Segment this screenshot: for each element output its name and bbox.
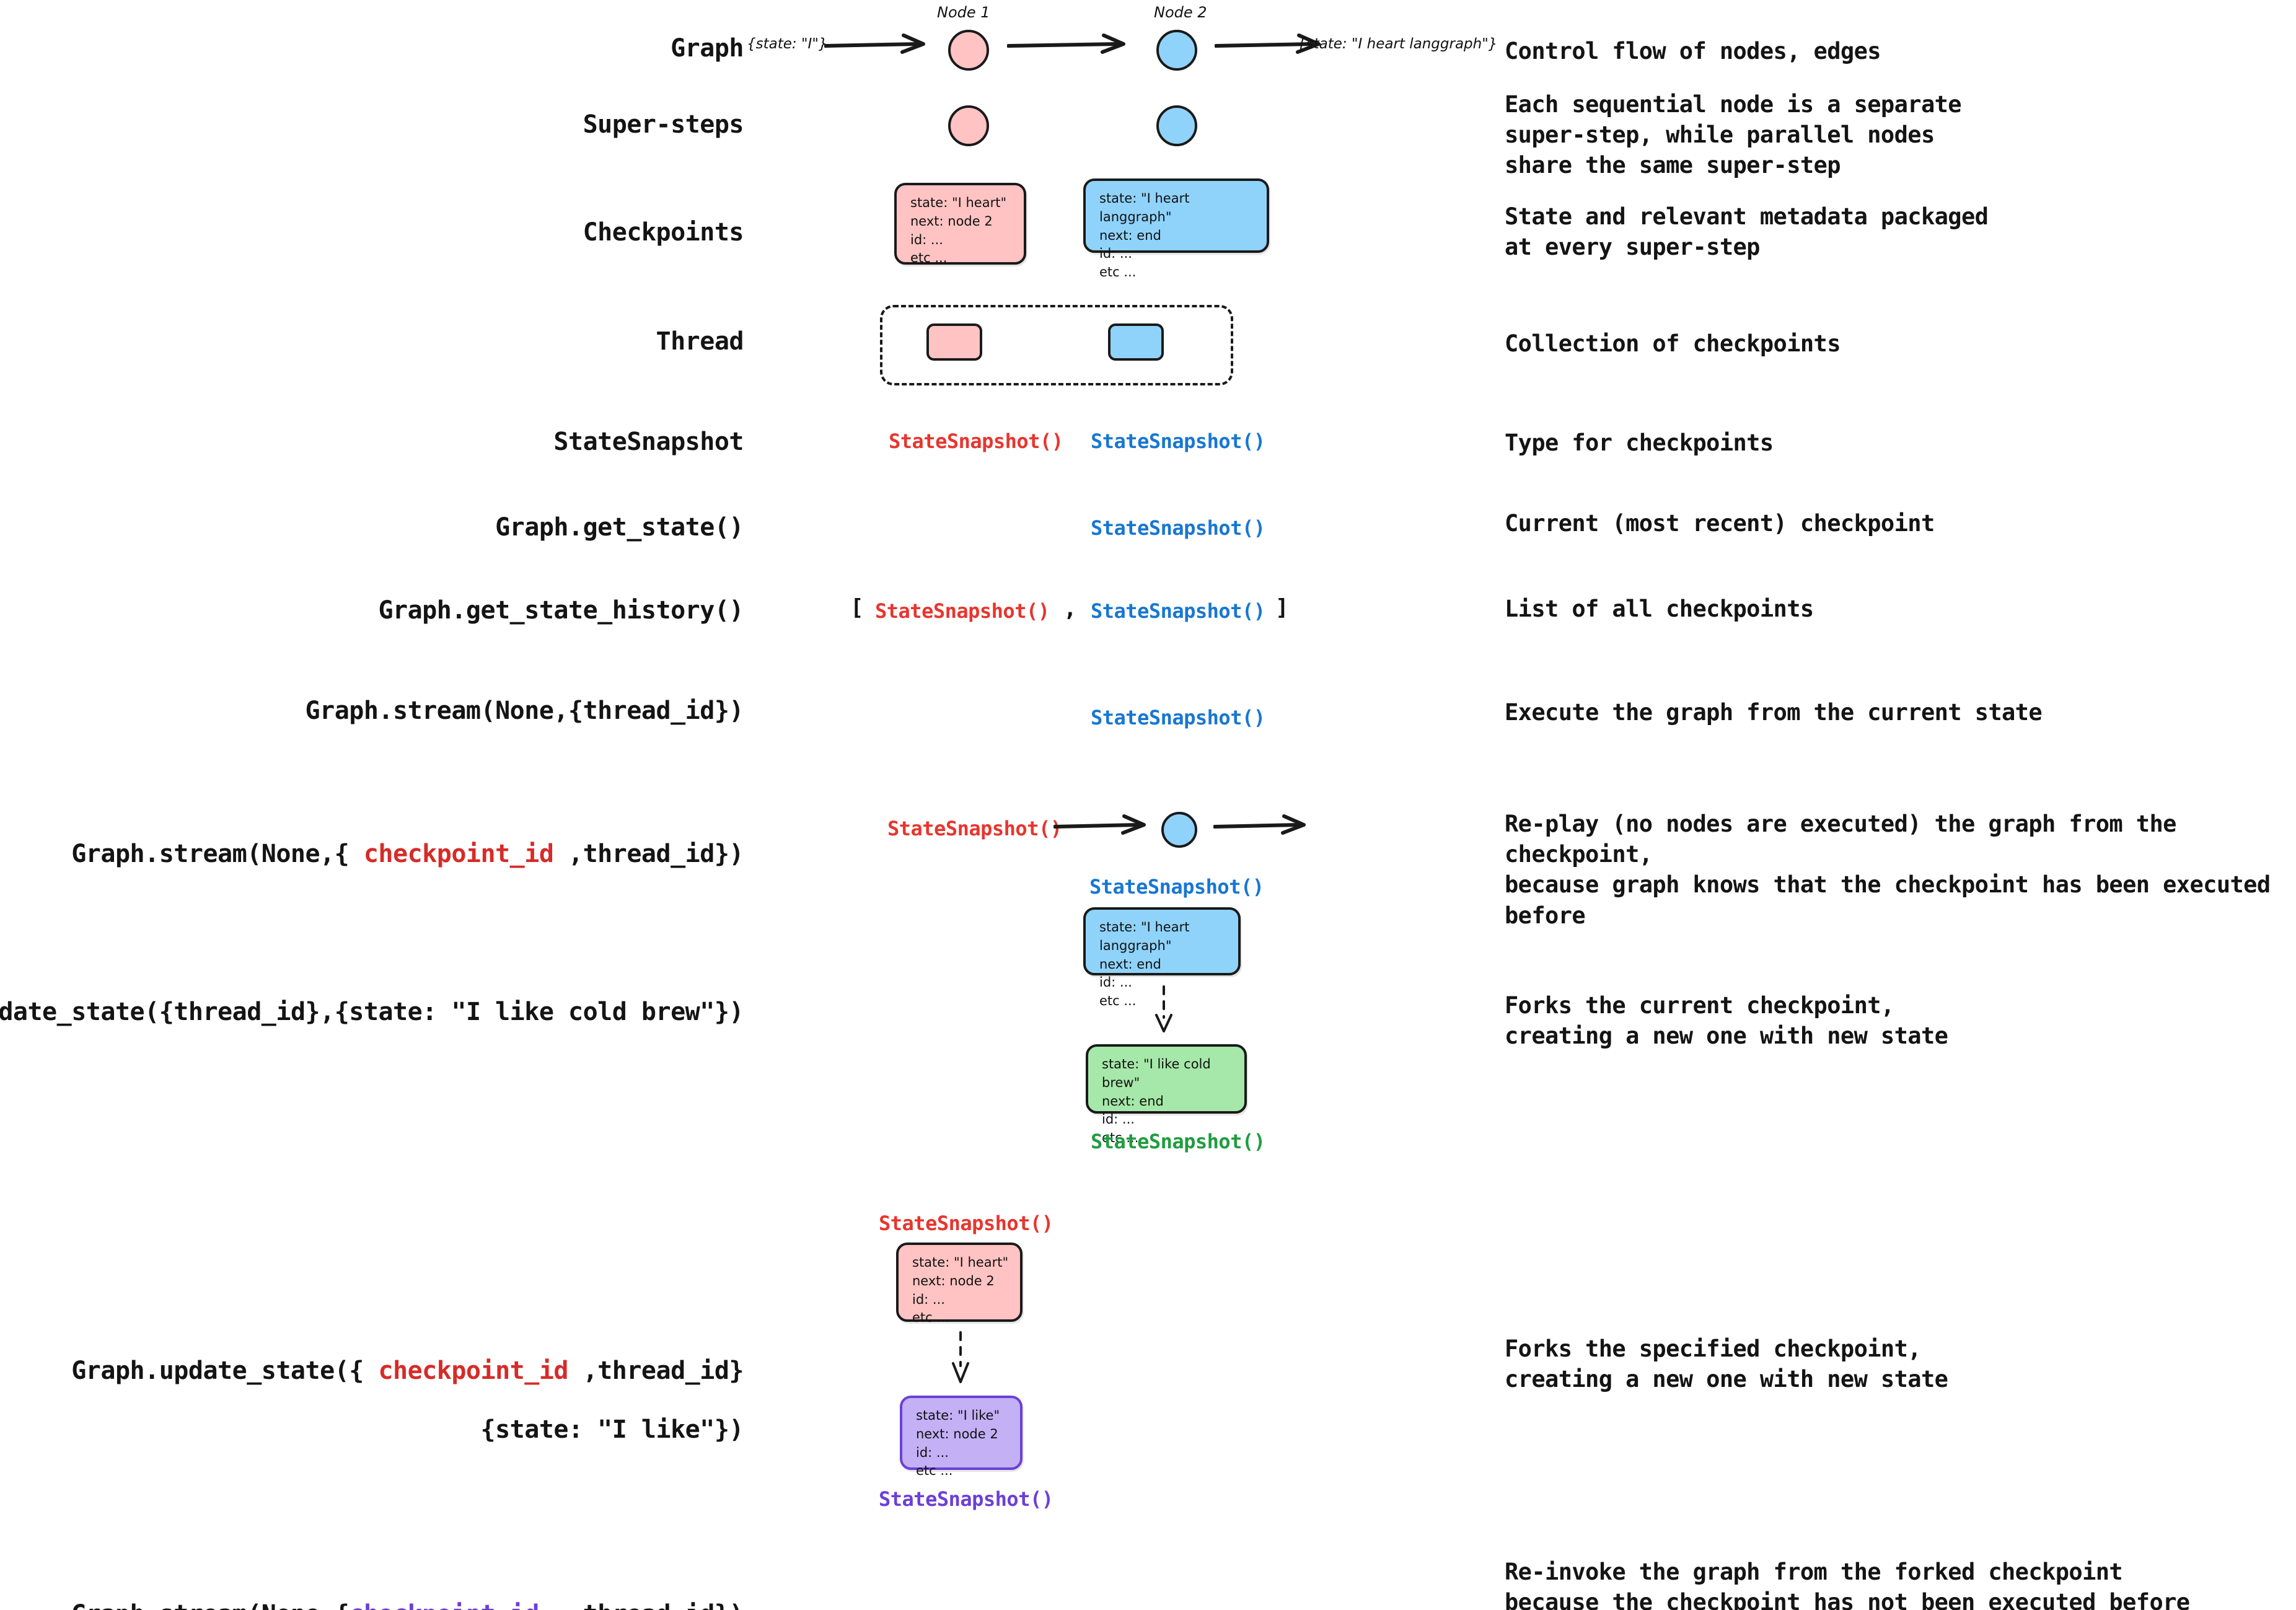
update-state-checkpoint-source-token: StateSnapshot() (879, 1212, 1053, 1235)
fork-arrow-thread (1155, 985, 1172, 1032)
desc-update-state-checkpoint: Forks the specified checkpoint, creating… (1505, 1335, 1948, 1393)
desc-get-state-history: List of all checkpoints (1505, 596, 1814, 622)
row-label-super-steps: Super-steps (583, 110, 744, 139)
desc-graph: Control flow of nodes, edges (1505, 38, 1881, 64)
update-state-thread-source-token: StateSnapshot() (1089, 875, 1264, 899)
desc-get-state: Current (most recent) checkpoint (1505, 510, 1935, 537)
row-label-stream-forked: Graph.stream(None,{checkpoint_id ,thread… (13, 1571, 744, 1610)
desc-checkpoints: State and relevant metadata packaged at … (1505, 203, 1989, 261)
update-state-checkpoint-label-line2: {state: "I like"}) (480, 1415, 744, 1444)
update-state-checkpoint-label-post: ,thread_id} (568, 1357, 744, 1386)
desc-update-state-thread: Forks the current checkpoint, creating a… (1505, 992, 1948, 1050)
row-label-update-state-thread: Graph.update_state({thread_id},{state: "… (0, 998, 744, 1026)
stream-forked-label-pre: Graph.stream(None,{ (71, 1600, 350, 1610)
stream-thread-result-token: StateSnapshot() (1091, 706, 1265, 729)
stream-forked-keyword: checkpoint_id (349, 1600, 539, 1610)
history-bracket-open: [ (850, 595, 864, 620)
replay-input-token: StateSnapshot() (887, 817, 1062, 840)
update-state-thread-forked-token: StateSnapshot() (1091, 1130, 1265, 1153)
replay-node-2-circle (1161, 812, 1197, 848)
history-comma: , (1063, 596, 1077, 622)
desc-state-snapshot: Type for checkpoints (1505, 429, 1774, 456)
update-state-checkpoint-keyword: checkpoint_id (378, 1357, 569, 1386)
row-label-thread: Thread (656, 327, 744, 356)
row-label-get-state: Graph.get_state() (495, 513, 744, 542)
stream-checkpoint-label-pre: Graph.stream(None,{ (71, 840, 364, 869)
history-bracket-close: ] (1275, 595, 1289, 620)
desc-thread: Collection of checkpoints (1505, 330, 1841, 357)
row-label-get-state-history: Graph.get_state_history() (378, 596, 744, 625)
node-2-circle (1156, 30, 1197, 71)
node-2-title: Node 2 (1154, 4, 1207, 21)
row-label-stream-thread: Graph.stream(None,{thread_id}) (305, 697, 744, 725)
super-step-node-2 (1156, 105, 1197, 146)
update-state-checkpoint-forked-card: state: "I like" next: node 2 id: ... etc… (900, 1396, 1023, 1478)
row-label-state-snapshot: StateSnapshot (553, 428, 744, 456)
thread-container (880, 305, 1233, 385)
desc-super-steps: Each sequential node is a separate super… (1505, 91, 1962, 179)
fork-arrow-checkpoint (952, 1331, 969, 1383)
desc-stream-checkpoint: Re-play (no nodes are executed) the grap… (1505, 811, 2271, 929)
state-snapshot-token-red: StateSnapshot() (889, 429, 1063, 453)
thread-chip-checkpoint-1 (926, 323, 982, 361)
desc-stream-thread: Execute the graph from the current state (1505, 699, 2043, 726)
thread-chip-checkpoint-2 (1108, 323, 1164, 361)
replay-arrow-in (1053, 814, 1146, 835)
graph-output-state-annotation: {state: "I heart langgraph"} (1297, 36, 1498, 52)
history-token-red: StateSnapshot() (875, 599, 1050, 623)
node-1-circle (948, 30, 989, 71)
checkpoint-card-node2: state: "I heart langgraph" next: end id:… (1083, 178, 1269, 279)
stream-forked-label-post: ,thread_id}) (539, 1600, 744, 1610)
edge-arrow-node2-to-end (1215, 33, 1321, 54)
stream-checkpoint-keyword: checkpoint_id (363, 840, 554, 869)
row-label-graph: Graph (671, 34, 744, 63)
replay-arrow-out (1213, 814, 1306, 835)
edge-arrow-node1-to-node2 (1007, 33, 1125, 54)
update-state-checkpoint-forked-token: StateSnapshot() (879, 1487, 1053, 1511)
node-1-title: Node 1 (937, 4, 990, 21)
checkpoint-card-node1: state: "I heart" next: node 2 id: ... et… (894, 183, 1026, 265)
edge-arrow-start-to-node1 (824, 33, 925, 54)
update-state-thread-forked-card: state: "I like cold brew" next: end id: … (1086, 1044, 1247, 1145)
get-state-result-token: StateSnapshot() (1091, 516, 1265, 540)
super-step-node-1 (948, 105, 989, 146)
state-snapshot-token-blue: StateSnapshot() (1091, 429, 1265, 453)
row-label-checkpoints: Checkpoints (583, 218, 744, 247)
update-state-thread-source-card: state: "I heart langgraph" next: end id:… (1083, 907, 1241, 1008)
history-token-blue: StateSnapshot() (1091, 599, 1265, 623)
stream-checkpoint-label-post: ,thread_id}) (553, 840, 744, 869)
row-label-stream-checkpoint: Graph.stream(None,{ checkpoint_id ,threa… (13, 811, 744, 899)
row-label-update-state-checkpoint: Graph.update_state({ checkpoint_id ,thre… (13, 1327, 744, 1474)
update-state-checkpoint-label-pre: Graph.update_state({ (71, 1357, 379, 1386)
update-state-checkpoint-source-card: state: "I heart" next: node 2 id: ... et… (896, 1243, 1023, 1325)
desc-stream-forked: Re-invoke the graph from the forked chec… (1505, 1559, 2190, 1610)
graph-input-state-annotation: {state: "I"} (747, 36, 828, 52)
